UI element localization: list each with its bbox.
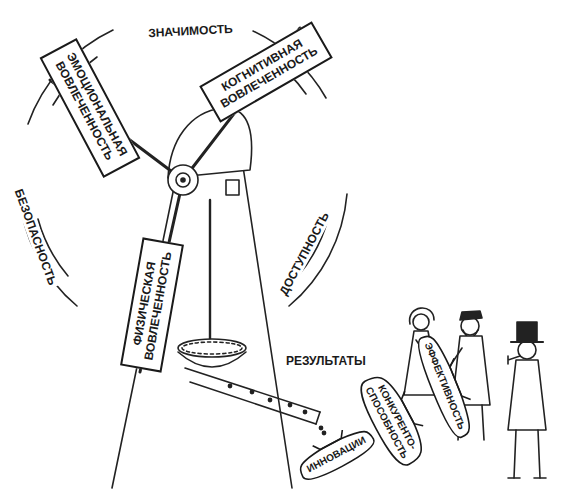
gentleman-shoes xyxy=(508,477,546,479)
mill-window xyxy=(226,180,239,195)
gentleman-legs xyxy=(514,430,540,478)
grain-chute xyxy=(316,412,320,424)
sack-body xyxy=(412,332,475,441)
sketch-group xyxy=(19,28,546,488)
mill-hub xyxy=(181,178,185,182)
gentleman-hat-brim xyxy=(511,341,543,343)
grain xyxy=(268,398,271,401)
label-holder: БЕЗОПАСНОСТЬ xyxy=(12,183,63,290)
grain xyxy=(288,403,291,406)
sack-body xyxy=(354,370,430,470)
sail-label: ФИЗИЧЕСКАЯ ВОВЛЕЧЕННОСТЬ xyxy=(129,248,175,361)
concept-label: ДОСТУПНОСТЬ xyxy=(275,207,334,300)
gentleman-hat xyxy=(517,322,537,342)
grain xyxy=(303,410,306,413)
grain xyxy=(319,426,322,429)
label-holder: ЗНАЧИМОСТЬ xyxy=(144,18,236,38)
grain-sack: ИННОВАЦИИ xyxy=(290,417,380,486)
grain xyxy=(250,390,253,393)
sack-body xyxy=(295,425,377,485)
label-holder: РЕЗУЛЬТАТЫ xyxy=(283,351,369,366)
woman-head xyxy=(413,314,429,330)
grain xyxy=(322,431,325,434)
grain-chute xyxy=(185,368,320,412)
label-holder: ДОСТУПНОСТЬ xyxy=(272,205,331,299)
mill-shaft xyxy=(209,200,211,342)
grain-chute xyxy=(190,382,316,424)
sail-label: КОГНИТИВНАЯ ВОВЛЕЧЕННОСТЬ xyxy=(211,33,320,112)
woman-bonnet xyxy=(410,308,434,324)
mill-tower xyxy=(112,160,292,488)
millstone-teeth xyxy=(182,342,242,354)
grain xyxy=(228,384,231,387)
mill-hub xyxy=(176,173,190,187)
mill-hub xyxy=(168,165,198,195)
sail-box: ФИЗИЧЕСКАЯ ВОВЛЕЧЕННОСТЬ xyxy=(120,237,184,372)
gentleman-coat xyxy=(508,360,546,430)
millstone xyxy=(178,339,246,357)
concept-label: РЕЗУЛЬТАТЫ xyxy=(283,354,369,368)
concept-label: БЕЗОПАСНОСТЬ xyxy=(10,184,60,290)
sail-box: ЭМОЦИОНАЛЬНАЯ ВОВЛЕЧЕННОСТЬ xyxy=(40,38,141,178)
oldman-cap xyxy=(460,311,482,320)
sail-label: ЭМОЦИОНАЛЬНАЯ ВОВЛЕЧЕННОСТЬ xyxy=(51,51,129,166)
mill-hopper xyxy=(178,352,246,367)
grain-sack: КОНКУРЕНТО- СПОСОБНОСТЬ xyxy=(352,364,438,472)
concept-label: ЗНАЧИМОСТЬ xyxy=(144,21,235,40)
